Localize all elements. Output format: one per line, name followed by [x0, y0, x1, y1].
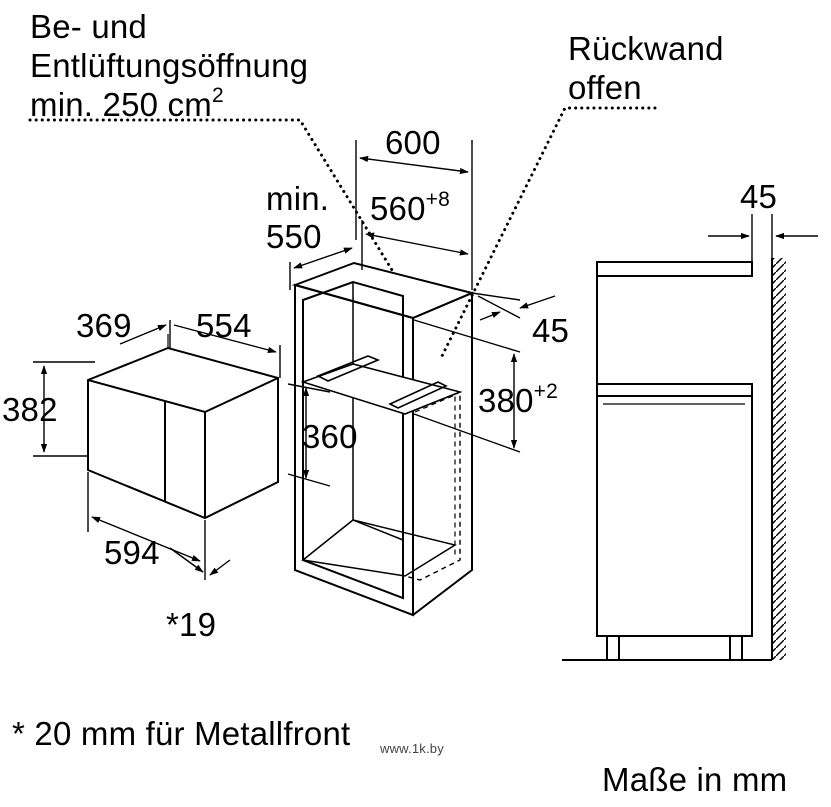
vent-label-line3: min. 250 cm2	[30, 85, 224, 123]
dim-min-label: min.	[266, 180, 330, 217]
vent-label-line2: Entlüftungsöffnung	[30, 47, 309, 84]
vent-area-exponent: 2	[211, 84, 224, 107]
footnote-metal-front: * 20 mm für Metallfront	[12, 715, 351, 752]
rear-wall	[771, 258, 786, 660]
dim-594-label: 594	[104, 534, 160, 571]
vent-label-line1: Be- und	[30, 8, 147, 45]
cabinet-dimension-lines	[287, 140, 556, 487]
dim-554-label: 554	[196, 307, 252, 344]
dim-380-value: 380	[478, 382, 534, 419]
dim-382-label: 382	[2, 391, 58, 428]
dim-550-label: 550	[266, 218, 322, 255]
rear-wall-label-line2: offen	[568, 69, 642, 106]
dim-560-value: 560	[370, 190, 426, 227]
watermark: www.1k.by	[380, 741, 444, 756]
dim-45-top-label: 45	[740, 178, 778, 215]
installation-cabinet	[291, 261, 476, 617]
dim-380-label: 380+2	[478, 381, 558, 419]
vent-leader-line	[28, 118, 394, 272]
rear-wall-leader-line	[438, 106, 657, 362]
dim-600-label: 600	[385, 124, 441, 161]
wall-gap-dimension	[708, 214, 818, 262]
units-note: Maße in mm	[602, 761, 788, 798]
dim-19-label: *19	[166, 606, 217, 643]
dim-560-label: 560+8	[370, 189, 450, 227]
microwave-oven	[87, 334, 279, 520]
side-section-view	[562, 261, 772, 661]
rear-wall-label-line1: Rückwand	[568, 30, 724, 67]
dim-380-tolerance: +2	[533, 380, 559, 403]
microwave-dimension-lines	[33, 320, 281, 580]
dim-45-side-label: 45	[532, 312, 570, 349]
dim-369-label: 369	[76, 307, 132, 344]
vent-area-value: min. 250 cm	[30, 86, 212, 123]
dim-360-label: 360	[302, 418, 358, 455]
dim-560-tolerance: +8	[425, 188, 451, 211]
